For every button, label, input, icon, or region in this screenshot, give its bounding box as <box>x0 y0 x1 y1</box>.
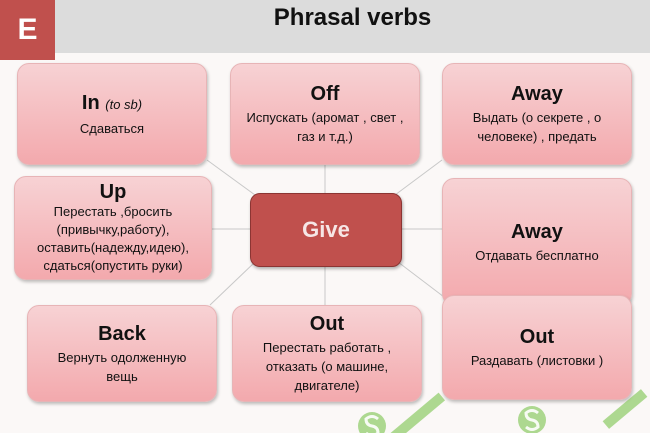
center-node-give: Give <box>250 193 402 267</box>
node-verb: In <box>81 91 100 114</box>
node-verb: Away <box>511 83 563 105</box>
node-description: Вернуть одолженную вещь <box>57 349 187 384</box>
page-title: Phrasal verbs <box>273 4 432 31</box>
connector-out-2 <box>397 261 449 301</box>
node-verb: Out <box>309 313 345 335</box>
node-away-2: Away Отдавать бесплатно <box>442 178 632 306</box>
connector-in <box>206 159 256 196</box>
node-out-1: Out Перестать работать , отказать (о маш… <box>232 305 422 402</box>
node-description: Выдать (о секрете , о человеке) , предат… <box>472 110 602 144</box>
node-note: (to sb) <box>105 96 143 112</box>
node-description: Отдавать бесплатно <box>475 247 599 263</box>
node-description: Перестать работать , отказать (о машине,… <box>262 340 392 393</box>
node-away-1: Away Выдать (о секрете , о человеке) , п… <box>442 63 632 165</box>
node-verb: Off <box>310 83 340 105</box>
node-out-2: Out Раздавать (листовки ) <box>442 295 632 400</box>
header-bar <box>0 0 650 53</box>
node-verb: Out <box>519 326 555 348</box>
node-verb: Up <box>99 181 127 203</box>
connector-away-1 <box>394 159 443 196</box>
node-in: In (to sb) Сдаваться <box>17 63 207 165</box>
connector-back <box>209 261 256 306</box>
node-description: Испускать (аромат , свет , газ и т.д.) <box>246 110 404 144</box>
node-off: Off Испускать (аромат , свет , газ и т.д… <box>230 63 420 165</box>
node-verb: Away <box>511 220 563 243</box>
node-up: Up Перестать ,бросить (привычку,работу),… <box>14 176 212 280</box>
node-verb: Back <box>98 322 146 345</box>
node-description: Раздавать (листовки ) <box>470 353 604 368</box>
section-letter-badge: E <box>0 0 55 60</box>
node-description: Перестать ,бросить (привычку,работу), ос… <box>37 204 189 273</box>
node-back: Back Вернуть одолженную вещь <box>27 305 217 402</box>
node-description: Сдаваться <box>79 120 145 136</box>
